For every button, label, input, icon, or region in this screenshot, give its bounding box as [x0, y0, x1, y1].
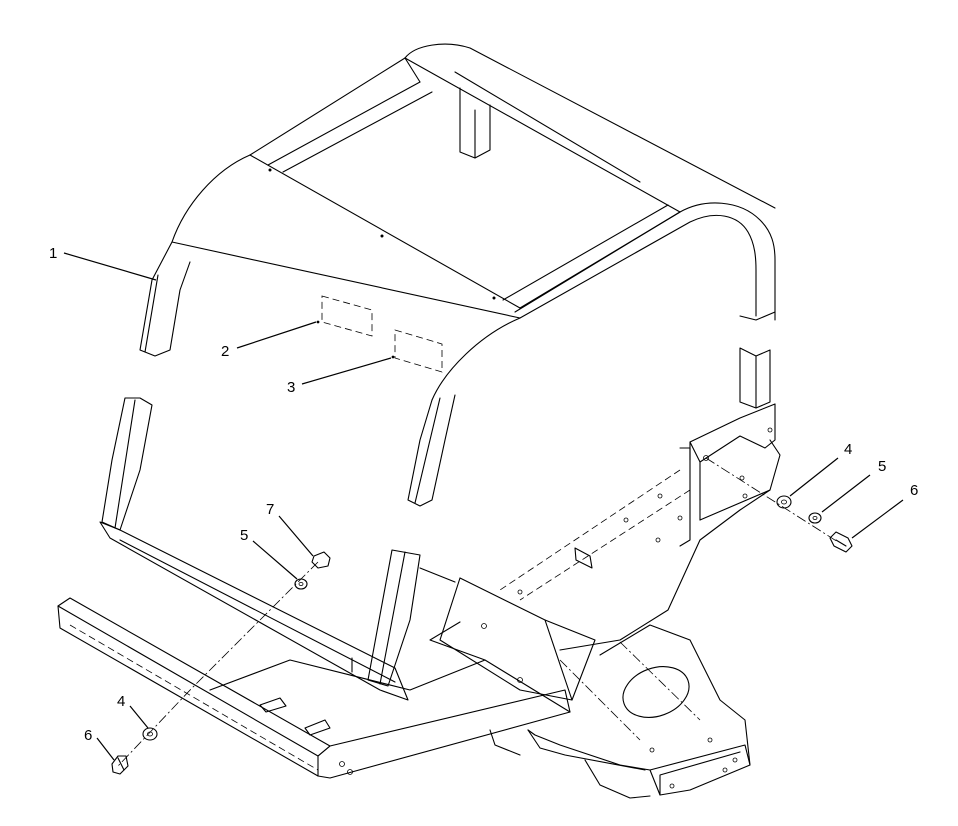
leader-lines [63, 252, 904, 761]
callout-4-left: 4 [117, 693, 125, 710]
rops-lower-uprights [101, 347, 771, 687]
leader-4a [789, 457, 839, 497]
leader-1 [63, 252, 157, 281]
frame-left-rail [57, 597, 571, 779]
leader-5a [821, 474, 871, 513]
callout-5-right: 5 [878, 458, 886, 475]
leader-6a [851, 499, 904, 539]
callout-3: 3 [287, 379, 295, 396]
callout-4-right: 4 [844, 441, 852, 458]
frame-center-right [419, 403, 781, 799]
callout-1: 1 [49, 245, 57, 262]
hardware-right [705, 457, 853, 553]
rops-canopy [139, 43, 776, 507]
callout-2: 2 [221, 343, 229, 360]
hardware-left [111, 551, 331, 775]
callout-5-left: 5 [240, 527, 248, 544]
left-mounting-channel [99, 521, 409, 701]
leader-6b [96, 737, 115, 761]
callout-labels: 1 2 3 4 5 6 5 7 4 6 [49, 245, 918, 744]
leader-4b [129, 705, 149, 729]
callout-6-left: 6 [84, 727, 92, 744]
leader-7 [278, 515, 314, 557]
leader-5b [252, 540, 298, 580]
callout-6-right: 6 [910, 482, 918, 499]
leader-3 [301, 357, 392, 385]
callout-7: 7 [266, 501, 274, 518]
leader-2 [236, 321, 317, 349]
